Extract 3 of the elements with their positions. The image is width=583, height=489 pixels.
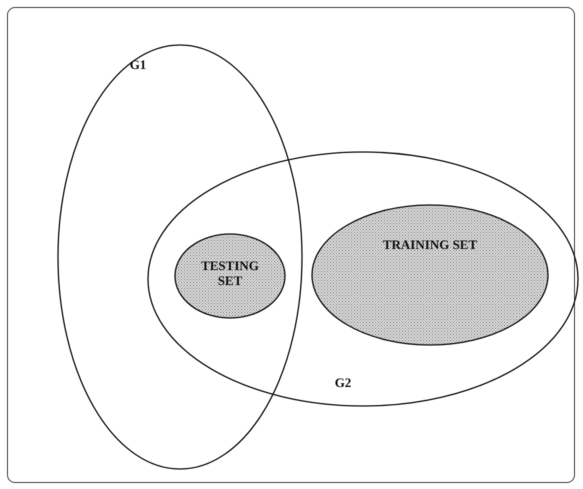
set-label: TRAINING SET (382, 237, 478, 252)
set-label: TESTING SET (200, 258, 260, 288)
group-label: G2 (334, 375, 352, 390)
